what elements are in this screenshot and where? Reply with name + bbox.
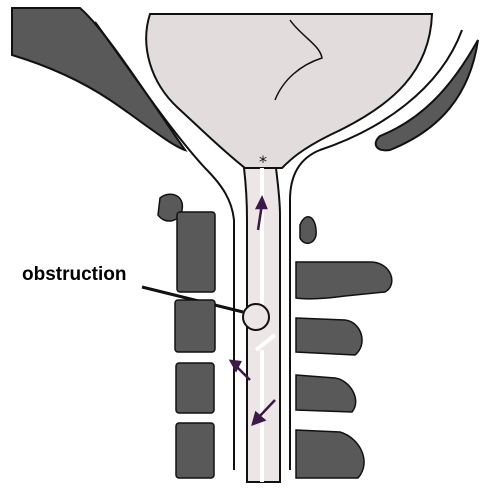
vertebra-left-c5 bbox=[176, 423, 214, 478]
vertebra-right-c1 bbox=[300, 217, 316, 244]
obstruction-label: obstruction bbox=[22, 264, 127, 286]
vertebra-left-c4 bbox=[176, 363, 214, 413]
marker-asterisk: * bbox=[259, 152, 267, 171]
vertebra-right-c4 bbox=[296, 375, 356, 412]
vertebra-right-c3 bbox=[296, 318, 362, 355]
vertebra-right-c2 bbox=[296, 262, 392, 299]
vertebra-left-c2 bbox=[177, 212, 215, 292]
vertebra-right-c5 bbox=[296, 430, 364, 478]
obstruction-marker bbox=[243, 304, 269, 330]
vertebra-left-c3 bbox=[175, 300, 215, 352]
